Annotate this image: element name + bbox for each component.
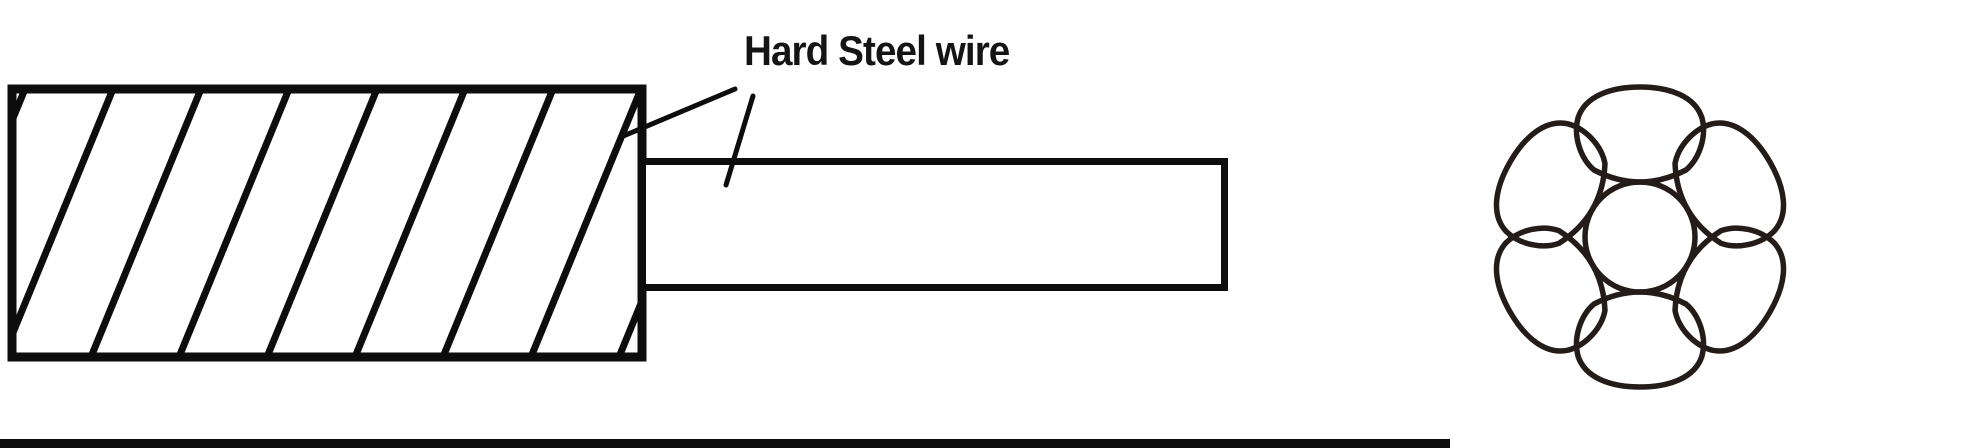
outer-wire-10-oclock xyxy=(1478,107,1624,264)
outer-wire-2-oclock xyxy=(1656,107,1802,264)
outer-shaped-wires xyxy=(1478,87,1801,387)
stranded-cable-side-view xyxy=(7,84,647,362)
hard-steel-wire-label: Hard Steel wire xyxy=(744,27,1010,74)
outer-wire-6-oclock xyxy=(1576,292,1703,387)
label-leader-lines xyxy=(618,86,756,188)
leader-line-to-cable xyxy=(618,86,738,140)
single-wire-outline xyxy=(646,158,1228,291)
outer-wire-4-oclock xyxy=(1656,210,1802,367)
cable-hatching xyxy=(16,93,638,353)
outer-wire-8-oclock xyxy=(1478,210,1624,367)
core-wire-circle xyxy=(1582,179,1698,295)
wire-rope-cross-section xyxy=(1478,87,1801,387)
leader-line-to-wire xyxy=(723,93,756,188)
bottom-divider-rule xyxy=(0,439,1450,448)
outer-wire-12-oclock xyxy=(1576,87,1703,182)
